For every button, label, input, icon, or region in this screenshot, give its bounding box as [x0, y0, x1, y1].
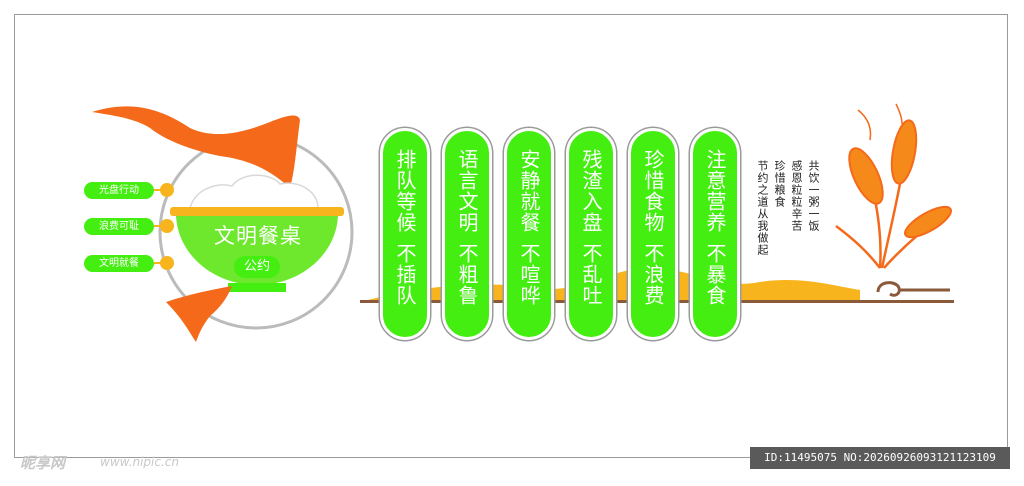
pillar-cherish: 珍惜食物 不浪费: [628, 128, 678, 340]
wheat-icon: [848, 103, 952, 239]
pillar-language: 语言文明 不粗鲁: [442, 128, 492, 340]
poem-line-2: 感恩粒粒辛苦: [790, 160, 803, 232]
ribbon-top: [92, 106, 300, 188]
poem-line-3: 珍惜粮食: [773, 160, 786, 208]
pillar-bottom-text: 不粗鲁: [455, 243, 479, 306]
image-id-bar: ID:11495075 NO:20260926093121123109: [750, 447, 1010, 469]
tag-civil-dining: 文明就餐: [84, 255, 154, 272]
board-title: 文明餐桌: [214, 224, 302, 248]
board-frame: [14, 14, 1008, 458]
tag-dot-1: [160, 183, 174, 197]
pillar-bottom-text: 不暴食: [703, 243, 727, 306]
bowl-foot: [228, 283, 286, 292]
pillar-scraps: 残渣入盘 不乱吐: [566, 128, 616, 340]
pillar-top-text: 注意营养: [703, 149, 727, 233]
poem-line-1: 共饮一粥一饭: [807, 160, 820, 232]
pillar-bottom-text: 不浪费: [641, 243, 665, 306]
pillar-bottom-text: 不插队: [393, 243, 417, 306]
pillar-queue: 排队等候 不插队: [380, 128, 430, 340]
watermark-url: www.nipic.cn: [100, 455, 179, 469]
pillar-bottom-text: 不乱吐: [579, 243, 603, 306]
pillar-top-text: 残渣入盘: [579, 149, 603, 233]
tag-clean-plate: 光盘行动: [84, 182, 154, 199]
board-subtitle: 公约: [243, 259, 270, 274]
bowl-body: [176, 216, 338, 285]
tag-waste-shameful: 浪费可耻: [84, 218, 154, 235]
ribbon-bottom: [166, 286, 232, 342]
pillar-top-text: 珍惜食物: [641, 149, 665, 233]
bowl-rim: [170, 207, 344, 216]
watermark-logo: 昵享网: [20, 454, 66, 472]
cloud-swirl: [876, 281, 950, 297]
poem-line-4: 节约之道从我做起: [756, 160, 769, 256]
tag-dot-2: [160, 219, 174, 233]
pillar-top-text: 排队等候: [393, 149, 417, 233]
pillar-bottom-text: 不喧哗: [517, 243, 541, 306]
rice-mound: [189, 174, 319, 209]
pillar-top-text: 语言文明: [455, 149, 479, 233]
subtitle-oval: [234, 256, 280, 278]
pillar-nutrition: 注意营养 不暴食: [690, 128, 740, 340]
pillar-quiet: 安静就餐 不喧哗: [504, 128, 554, 340]
tag-dot-3: [160, 256, 174, 270]
pillar-top-text: 安静就餐: [517, 149, 541, 233]
